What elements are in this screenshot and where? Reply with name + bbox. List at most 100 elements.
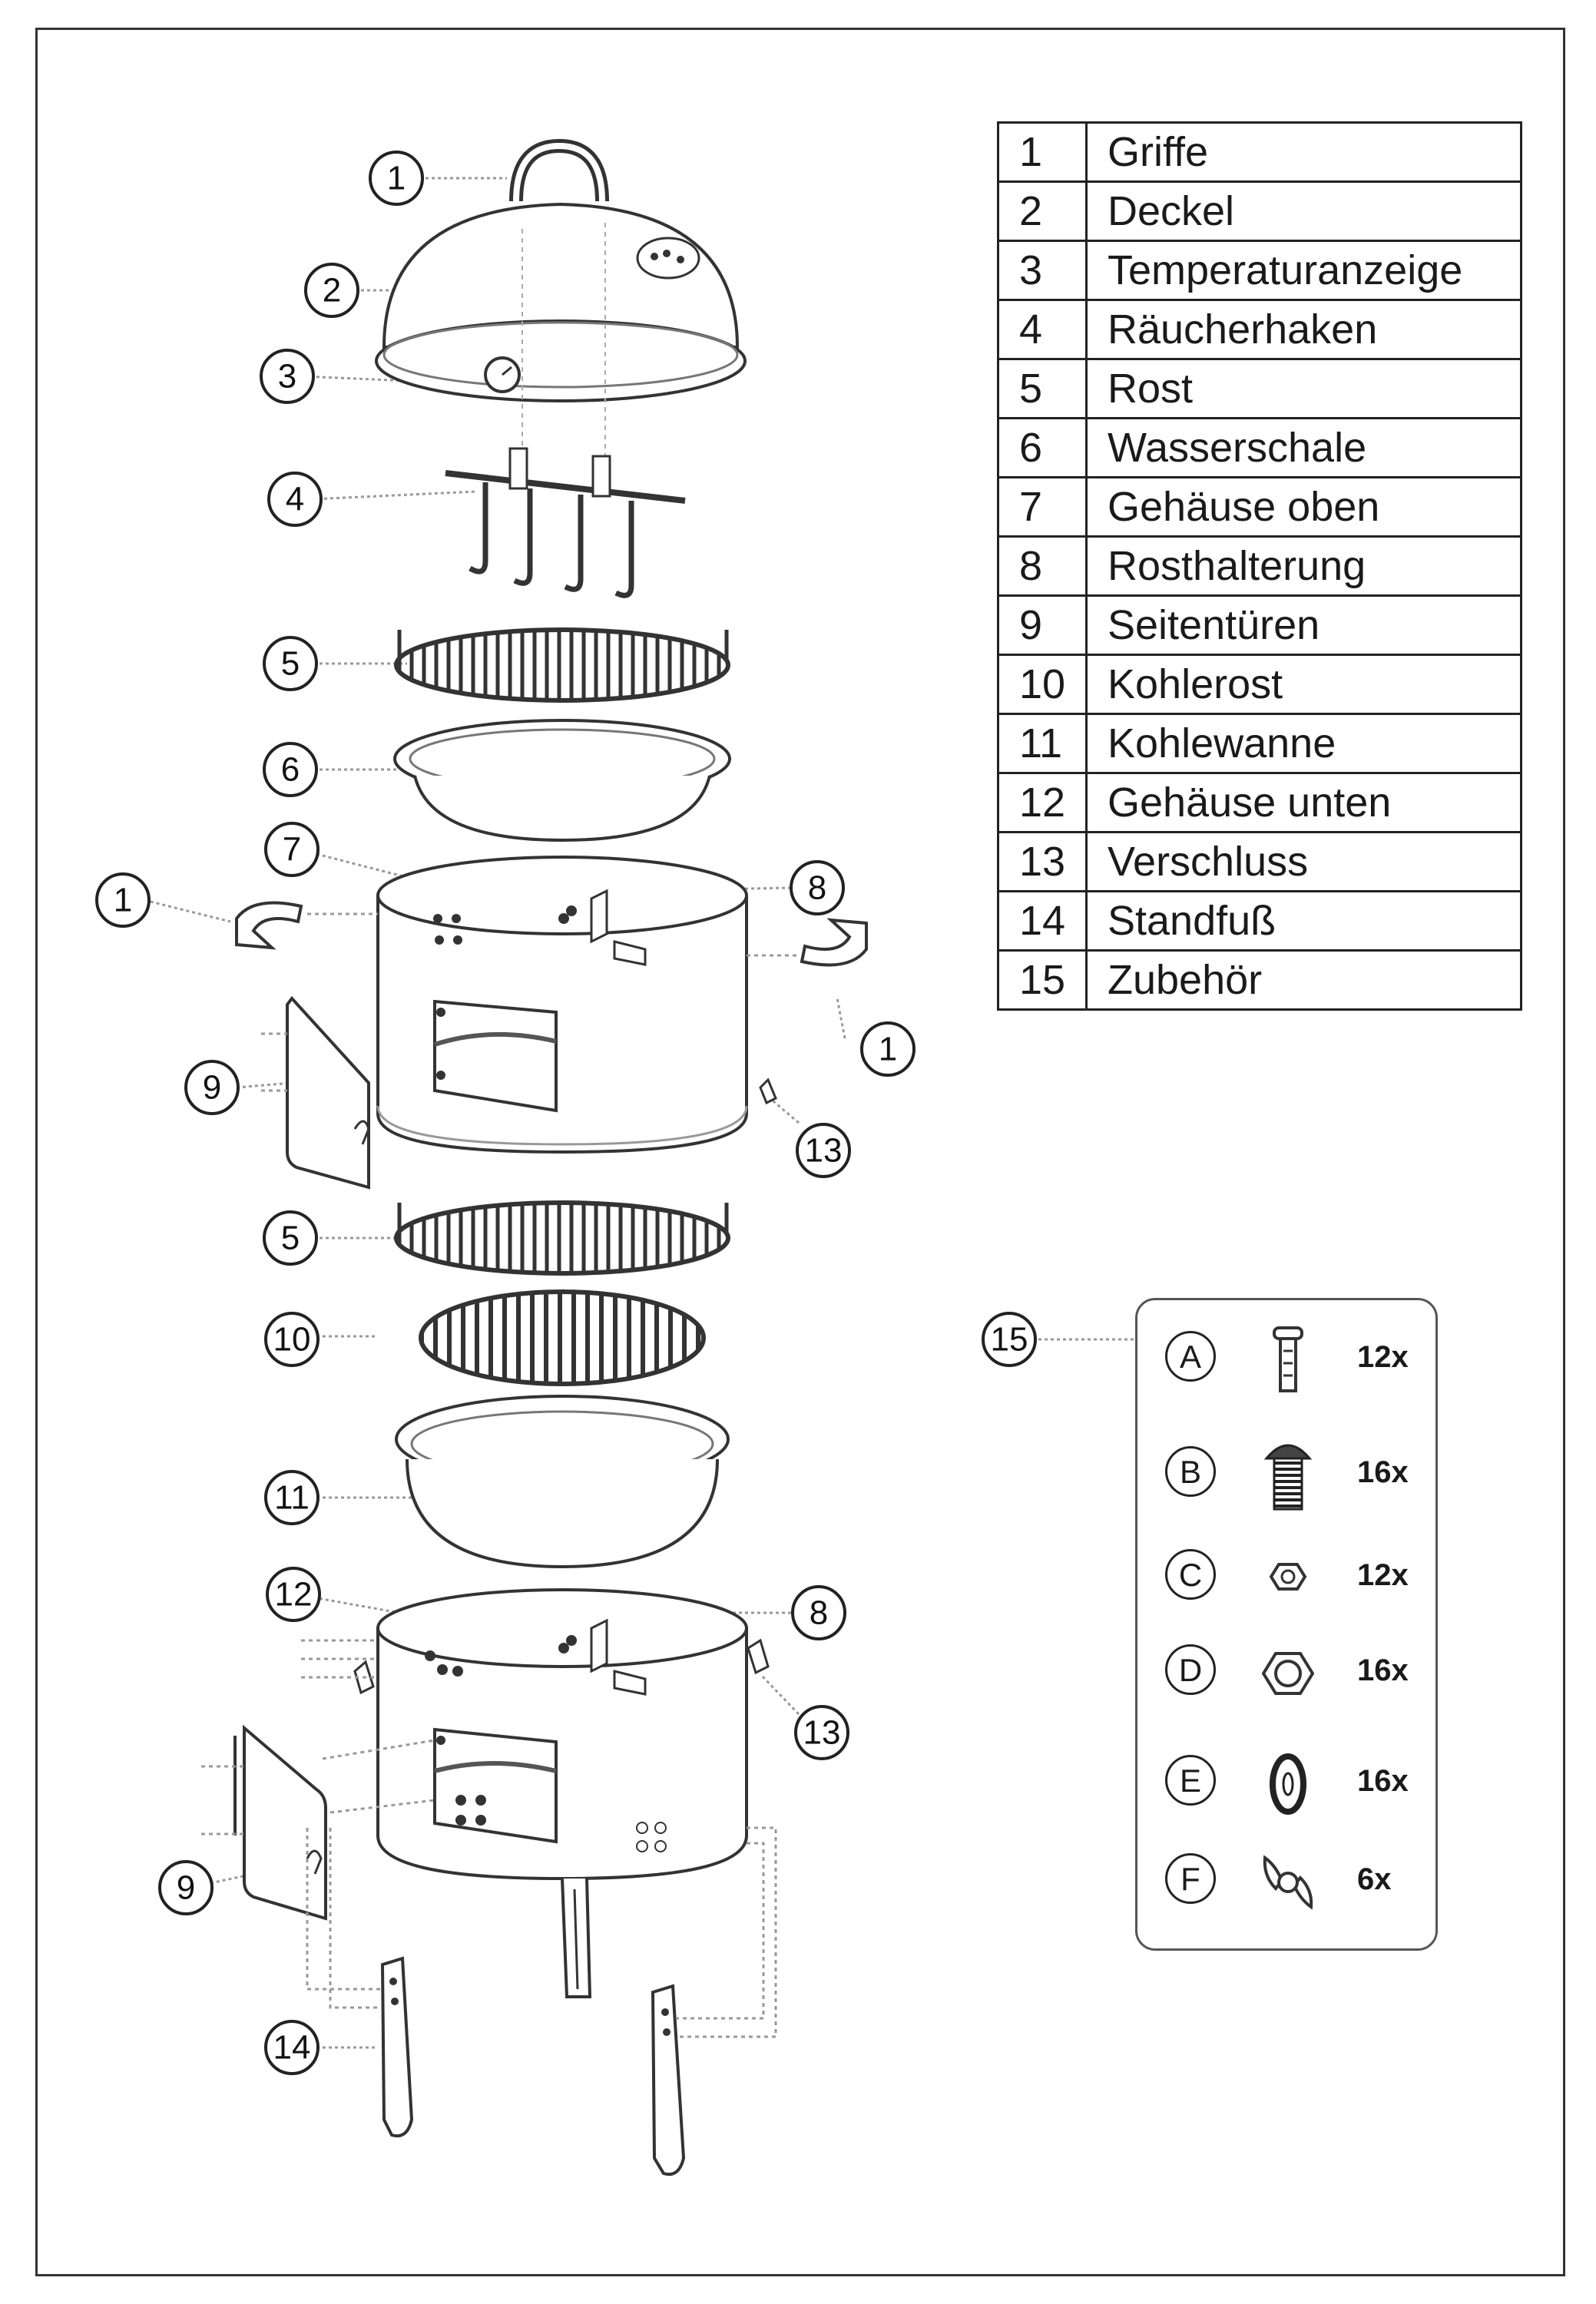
callout-8b: [791, 1585, 846, 1640]
part-name: Seitentüren: [1085, 594, 1522, 656]
accessory-quantity: 6x: [1357, 1862, 1392, 1896]
accessory-letter: E: [1165, 1755, 1216, 1806]
accessory-row: B 16x: [1165, 1443, 1426, 1511]
part-number: 7: [997, 476, 1088, 538]
part-name: Kohlerost: [1085, 654, 1522, 715]
callout-9a: [184, 1060, 240, 1115]
accessory-row: E 16x: [1165, 1752, 1426, 1815]
callouts: [95, 151, 1037, 2075]
part-name: Deckel: [1085, 180, 1522, 242]
callout-1b: [95, 872, 151, 928]
part-number: 2: [997, 180, 1088, 242]
callout-number: 3: [278, 358, 296, 396]
callout-number: 15: [991, 1321, 1028, 1359]
page-border: [35, 28, 1565, 2276]
callout-13b: [794, 1705, 849, 1760]
accessory-letter: B: [1165, 1446, 1216, 1497]
callout-13a: [796, 1123, 851, 1178]
callout-14: [264, 2020, 320, 2075]
callout-number: 5: [281, 645, 300, 683]
accessory-letter: F: [1165, 1853, 1216, 1904]
hex-nut-icon: [1261, 1652, 1315, 1695]
part-name: Standfuß: [1085, 890, 1522, 952]
part-number: 3: [997, 240, 1088, 301]
callout-number: 8: [810, 1594, 828, 1632]
callout-3: [260, 349, 315, 404]
callout-number: 7: [283, 831, 301, 869]
part-number: 15: [997, 949, 1088, 1011]
callout-2: [304, 263, 359, 318]
callout-number: 14: [273, 2029, 311, 2067]
callout-1c: [860, 1021, 916, 1077]
part-number: 8: [997, 535, 1088, 597]
callout-number: 12: [275, 1576, 313, 1614]
part-name: Griffe: [1085, 121, 1522, 183]
callout-number: 9: [203, 1069, 221, 1107]
callout-11: [264, 1470, 320, 1525]
callout-number: 1: [387, 160, 406, 197]
callout-4: [267, 472, 323, 527]
accessory-quantity: 16x: [1357, 1654, 1409, 1687]
part-name: Temperaturanzeige: [1085, 240, 1522, 301]
part-number: 11: [997, 713, 1088, 774]
washer-icon: [1270, 1753, 1306, 1815]
part-number: 5: [997, 358, 1088, 419]
screw-icon: [1263, 1444, 1313, 1511]
callout-number: 6: [281, 751, 300, 789]
part-name: Zubehör: [1085, 949, 1522, 1011]
accessory-letter: D: [1165, 1644, 1216, 1695]
part-number: 1: [997, 121, 1088, 183]
accessory-row: A 12x: [1165, 1326, 1426, 1392]
part-number: 14: [997, 890, 1088, 952]
accessory-row: F 6x: [1165, 1850, 1426, 1912]
part-name: Kohlewanne: [1085, 713, 1522, 774]
part-number: 6: [997, 417, 1088, 478]
part-name: Rost: [1085, 358, 1522, 419]
part-name: Gehäuse unten: [1085, 772, 1522, 833]
callout-number: 13: [805, 1132, 843, 1170]
callout-12: [266, 1567, 321, 1622]
part-number: 10: [997, 654, 1088, 715]
part-number: 9: [997, 594, 1088, 656]
callout-9b: [158, 1860, 214, 1915]
accessory-row: D 16x: [1165, 1641, 1426, 1703]
accessory-letter: A: [1165, 1331, 1216, 1382]
callout-8a: [790, 860, 845, 915]
callout-7: [264, 822, 320, 877]
part-number: 13: [997, 831, 1088, 892]
accessory-quantity: 12x: [1357, 1340, 1409, 1374]
accessory-letter: C: [1165, 1549, 1216, 1600]
accessory-quantity: 16x: [1357, 1455, 1409, 1489]
part-name: Rosthalterung: [1085, 535, 1522, 597]
callout-number: 13: [803, 1714, 841, 1752]
callout-number: 1: [114, 882, 132, 919]
accessory-quantity: 16x: [1357, 1764, 1409, 1798]
callout-number: 11: [274, 1479, 310, 1517]
callout-5a: [263, 636, 318, 691]
bolt-icon: [1273, 1326, 1303, 1392]
callout-1: [369, 151, 424, 206]
callout-number: 5: [281, 1220, 300, 1257]
accessory-quantity: 12x: [1357, 1558, 1409, 1592]
callout-5b: [263, 1210, 318, 1266]
callout-10: [264, 1312, 320, 1367]
part-name: Räucherhaken: [1085, 299, 1522, 360]
part-number: 12: [997, 772, 1088, 833]
wing-nut-icon: [1263, 1855, 1313, 1910]
callout-number: 4: [286, 481, 304, 518]
part-name: Verschluss: [1085, 831, 1522, 892]
